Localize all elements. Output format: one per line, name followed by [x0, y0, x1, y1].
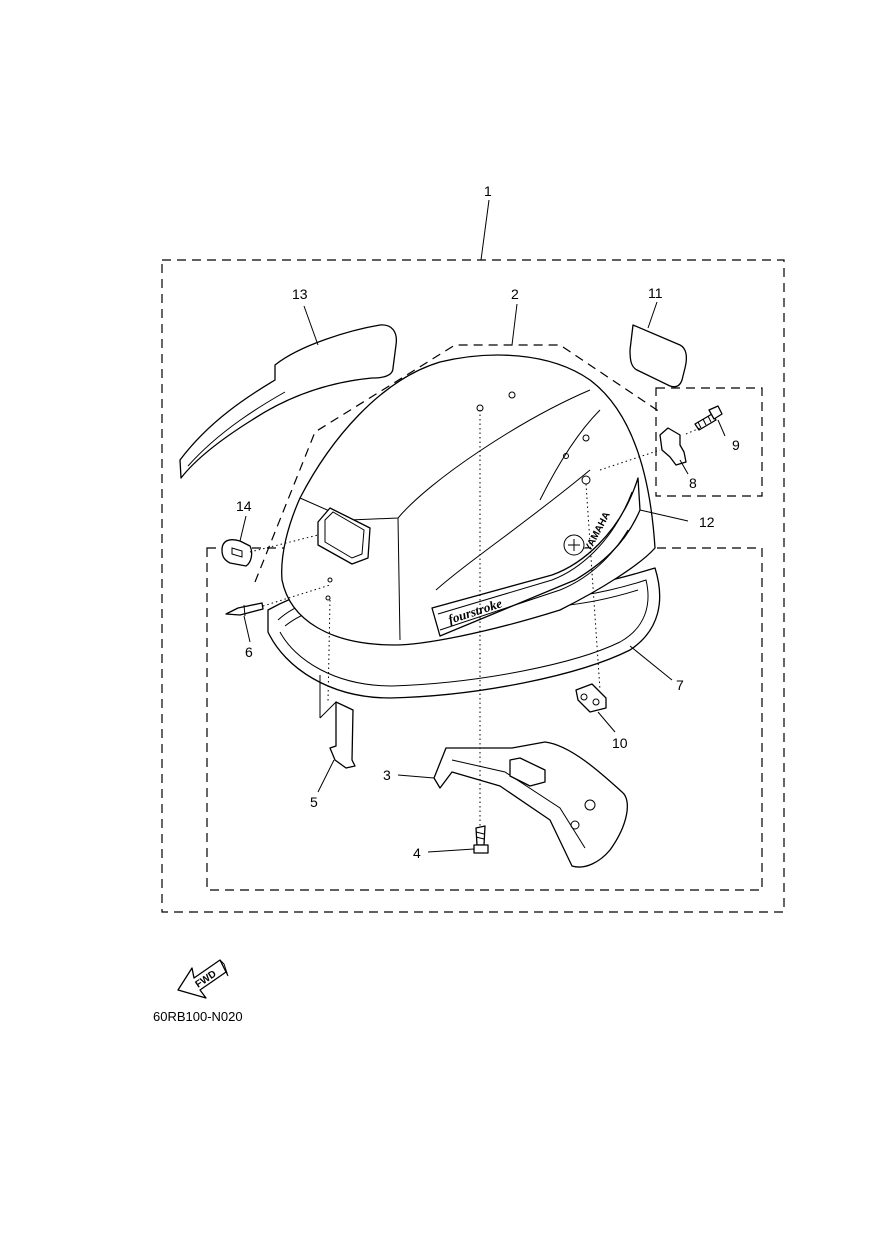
callout-1: 1 [484, 183, 492, 199]
diagram-code: 60RB100-N020 [153, 1009, 243, 1024]
pin-part [225, 602, 264, 617]
side-decal-part [179, 324, 398, 479]
top-cowling-assembly-outline [161, 259, 785, 913]
callout-6: 6 [245, 644, 253, 660]
callout-10: 10 [612, 735, 628, 751]
bolt-part [694, 405, 723, 431]
callout-9: 9 [732, 437, 740, 453]
cowling-group-outline [254, 344, 661, 583]
callout-7: 7 [676, 677, 684, 693]
grip-part [433, 741, 628, 868]
grommet-part [221, 539, 253, 567]
callout-5: 5 [310, 794, 318, 810]
leader-lines [239, 199, 726, 853]
fwd-arrow-icon: FWD [177, 959, 229, 999]
callout-12: 12 [699, 514, 715, 530]
callout-2: 2 [511, 286, 519, 302]
bracket-part [329, 701, 356, 769]
callout-3: 3 [383, 767, 391, 783]
callout-13: 13 [292, 286, 308, 302]
clamp-part [659, 427, 687, 466]
screw-part [473, 825, 489, 854]
callout-labels: 1 2 3 4 5 6 7 8 9 10 11 12 13 14 [236, 183, 740, 861]
callout-11: 11 [648, 285, 663, 301]
callout-4: 4 [413, 845, 421, 861]
rubber-mount-part [575, 683, 607, 713]
callout-14: 14 [236, 498, 252, 514]
callout-8: 8 [689, 475, 697, 491]
clamp-group-outline [655, 387, 763, 497]
small-decal-part [629, 324, 687, 388]
